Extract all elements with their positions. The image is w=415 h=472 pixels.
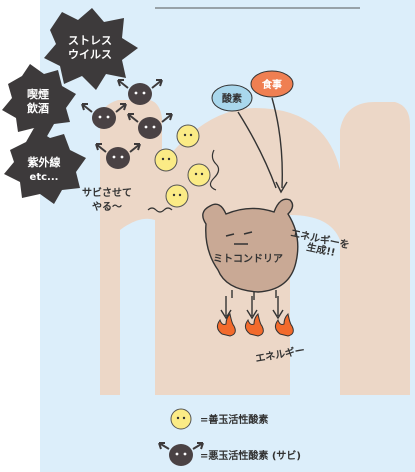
flame-icon bbox=[244, 312, 264, 337]
stressor-blob bbox=[4, 128, 86, 204]
bad-oxidant bbox=[81, 103, 127, 129]
rust-annotation-line1: サビさせて bbox=[82, 186, 132, 199]
stressor-line1: 喫煙 bbox=[27, 87, 49, 101]
stressor-line2: etc... bbox=[30, 172, 59, 183]
motion-squiggle bbox=[147, 207, 173, 213]
input-arrow bbox=[237, 111, 277, 189]
oxygen-bubble: 酸素 bbox=[211, 84, 253, 112]
stressor-stress-virus: ストレス ウイルス bbox=[44, 8, 138, 90]
legend-good-icon bbox=[170, 408, 192, 430]
bad-oxidant bbox=[117, 79, 163, 105]
motion-squiggle bbox=[209, 149, 220, 191]
stressor-line1: ストレス bbox=[68, 34, 112, 47]
bad-oxidants bbox=[81, 79, 173, 169]
bad-oxidant bbox=[95, 143, 141, 169]
legend-bad-label: =悪玉活性酸素 (サビ) bbox=[200, 449, 301, 462]
mitochondria-leg bbox=[231, 290, 277, 300]
flame-icon bbox=[274, 312, 294, 337]
stressor-line2: 飲酒 bbox=[26, 101, 49, 115]
legend-bad-icon bbox=[158, 442, 204, 466]
arrowhead bbox=[275, 181, 288, 194]
stressor-smoking-drinking: 喫煙 飲酒 bbox=[2, 64, 76, 138]
food-bubble: 食事 bbox=[250, 70, 294, 98]
good-oxidant bbox=[165, 184, 189, 208]
mitochondria-body bbox=[202, 198, 299, 293]
rust-annotation-line2: やる～ bbox=[92, 201, 122, 213]
stressor-uv: 紫外線 etc... bbox=[4, 128, 86, 204]
mitochondria-label: ミトコンドリア bbox=[213, 253, 283, 265]
input-arrow bbox=[271, 97, 283, 189]
good-oxidants bbox=[154, 124, 211, 208]
flames bbox=[216, 312, 294, 337]
stressor-blob bbox=[44, 8, 138, 90]
legend: =善玉活性酸素 =悪玉活性酸素 (サビ) bbox=[158, 408, 301, 466]
good-oxidant bbox=[154, 148, 178, 172]
stressor-blob bbox=[2, 64, 76, 138]
mitochondria-eye bbox=[225, 231, 253, 237]
flame-icon bbox=[216, 312, 236, 337]
good-oxidant bbox=[187, 163, 211, 187]
mitochondria: ミトコンドリア bbox=[202, 198, 299, 300]
stressor-line1: 紫外線 bbox=[28, 155, 61, 169]
energy-arrows bbox=[220, 296, 284, 320]
good-oxidant bbox=[176, 124, 200, 148]
oxygen-label: 酸素 bbox=[222, 92, 242, 105]
legend-good-label: =善玉活性酸素 bbox=[200, 413, 268, 426]
stressor-line2: ウイルス bbox=[68, 48, 112, 61]
bad-oxidant bbox=[127, 113, 173, 139]
food-label: 食事 bbox=[261, 78, 282, 91]
